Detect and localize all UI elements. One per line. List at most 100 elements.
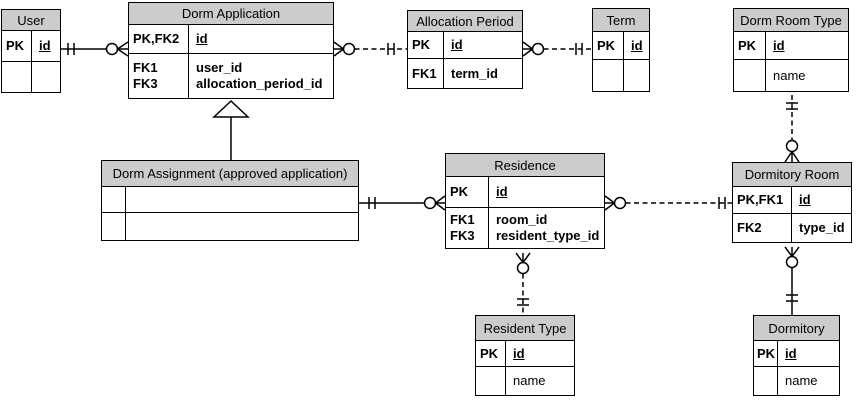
entity-title: Resident Type bbox=[476, 316, 574, 341]
attr-cell bbox=[624, 60, 649, 91]
crow-foot-icon bbox=[117, 41, 129, 57]
attr-name: name bbox=[785, 373, 818, 388]
entity-title: User bbox=[2, 10, 60, 31]
attr-name: name bbox=[513, 373, 546, 388]
key-cell: PK,FK2 bbox=[129, 25, 189, 53]
one-tick-icon bbox=[718, 197, 726, 209]
attr-cell: id bbox=[489, 177, 604, 207]
entity-title: Dorm Application bbox=[129, 3, 333, 25]
attr-name: id bbox=[631, 37, 643, 53]
attr-cell: id bbox=[778, 341, 839, 366]
key-label: FK3 bbox=[133, 76, 158, 91]
attr-name: id bbox=[451, 37, 463, 52]
key-cell bbox=[734, 60, 766, 91]
attr-cell: id bbox=[766, 32, 848, 59]
entity-title: Allocation Period bbox=[408, 11, 522, 32]
attr-cell bbox=[32, 62, 60, 92]
attr-cell: id bbox=[32, 31, 60, 61]
key-cell: PK bbox=[476, 341, 506, 366]
one-tick-icon bbox=[387, 43, 395, 55]
zero-circle-icon bbox=[105, 42, 119, 56]
attr-cell: room_id resident_type_id bbox=[489, 208, 604, 248]
key-label: PK bbox=[738, 37, 757, 53]
zero-circle-icon bbox=[423, 196, 437, 210]
entity-title: Dorm Assignment (approved application) bbox=[102, 161, 358, 187]
attr-name: room_id bbox=[496, 212, 548, 227]
attr-name: id bbox=[773, 37, 785, 53]
key-label: FK1 bbox=[412, 65, 437, 81]
attr-cell: id bbox=[792, 187, 851, 213]
crow-foot-icon bbox=[515, 252, 531, 263]
key-label: FK3 bbox=[450, 228, 475, 243]
entity-dormitory-room: Dormitory Room PK,FK1 id FK2 type_id bbox=[732, 162, 852, 243]
key-cell: PK bbox=[734, 32, 766, 59]
subtype-triangle-icon bbox=[212, 99, 250, 118]
zero-circle-icon bbox=[785, 255, 799, 269]
attr-cell: name bbox=[506, 367, 574, 395]
entity-title: Dormitory bbox=[754, 316, 839, 341]
attr-cell: id bbox=[189, 25, 333, 53]
key-label: PK bbox=[480, 345, 499, 361]
one-tick-icon bbox=[575, 43, 583, 55]
attr-name: name bbox=[773, 67, 806, 83]
key-label: PK bbox=[412, 37, 431, 52]
key-cell: FK1 FK3 bbox=[446, 208, 489, 248]
one-tick-icon bbox=[786, 102, 798, 110]
attr-name: resident_type_id bbox=[496, 228, 600, 243]
rel-allocation-period-term bbox=[522, 41, 592, 57]
entity-dorm-room-type: Dorm Room Type PK id name bbox=[733, 8, 849, 92]
entity-title: Dorm Room Type bbox=[734, 9, 848, 32]
attr-name: user_id bbox=[196, 60, 243, 75]
entity-title: Term bbox=[593, 9, 649, 32]
entity-dormitory: Dormitory PK id name bbox=[753, 315, 840, 396]
zero-circle-icon bbox=[342, 42, 356, 56]
key-label: FK1 bbox=[133, 60, 158, 75]
key-cell bbox=[754, 367, 778, 395]
entity-dorm-assignment: Dorm Assignment (approved application) bbox=[101, 160, 359, 241]
key-label: PK bbox=[6, 38, 25, 53]
rel-residence-resident-type bbox=[515, 252, 531, 315]
entity-resident-type: Resident Type PK id name bbox=[475, 315, 575, 396]
key-cell: PK,FK1 bbox=[733, 187, 792, 213]
attr-cell: id bbox=[444, 32, 522, 58]
key-cell: PK bbox=[593, 32, 624, 59]
entity-residence: Residence PK id FK1 FK3 room_id resident… bbox=[445, 153, 605, 249]
entity-title: Dormitory Room bbox=[733, 163, 851, 187]
key-cell bbox=[476, 367, 506, 395]
rel-dorm-room-type-dormitory-room bbox=[784, 95, 800, 163]
key-cell bbox=[102, 187, 126, 212]
key-cell: PK bbox=[754, 341, 778, 366]
crow-foot-icon bbox=[333, 41, 344, 57]
key-label: FK1 bbox=[450, 212, 475, 227]
attr-name: term_id bbox=[451, 65, 498, 81]
crow-foot-icon bbox=[522, 41, 533, 57]
attr-cell: id bbox=[506, 341, 574, 366]
attr-cell: type_id bbox=[792, 214, 851, 242]
rel-dorm-application-allocation-period bbox=[333, 41, 407, 57]
rel-dormitory-room-dormitory bbox=[784, 246, 800, 315]
attr-name: id bbox=[496, 184, 508, 199]
one-tick-icon bbox=[517, 298, 529, 306]
key-cell: FK1 bbox=[408, 59, 444, 88]
one-tick-icon bbox=[67, 43, 75, 55]
crow-foot-icon bbox=[604, 195, 615, 211]
attr-name: id bbox=[196, 31, 208, 46]
attr-name: id bbox=[39, 38, 51, 53]
attr-cell: name bbox=[778, 367, 839, 395]
attr-cell: user_id allocation_period_id bbox=[189, 54, 333, 98]
key-label: PK bbox=[450, 184, 469, 199]
attr-cell bbox=[126, 213, 358, 240]
rel-subtype-dorm-application-dorm-assignment bbox=[212, 99, 250, 160]
crow-foot-icon bbox=[435, 195, 446, 211]
zero-circle-icon bbox=[613, 196, 627, 210]
entity-user: User PK id bbox=[1, 9, 61, 93]
attr-cell: name bbox=[766, 60, 848, 91]
key-cell bbox=[2, 62, 32, 92]
attr-name: type_id bbox=[799, 220, 845, 235]
key-cell: PK bbox=[408, 32, 444, 58]
key-cell: FK2 bbox=[733, 214, 792, 242]
rel-residence-dormitory-room bbox=[604, 195, 732, 211]
entity-title: Residence bbox=[446, 154, 604, 177]
